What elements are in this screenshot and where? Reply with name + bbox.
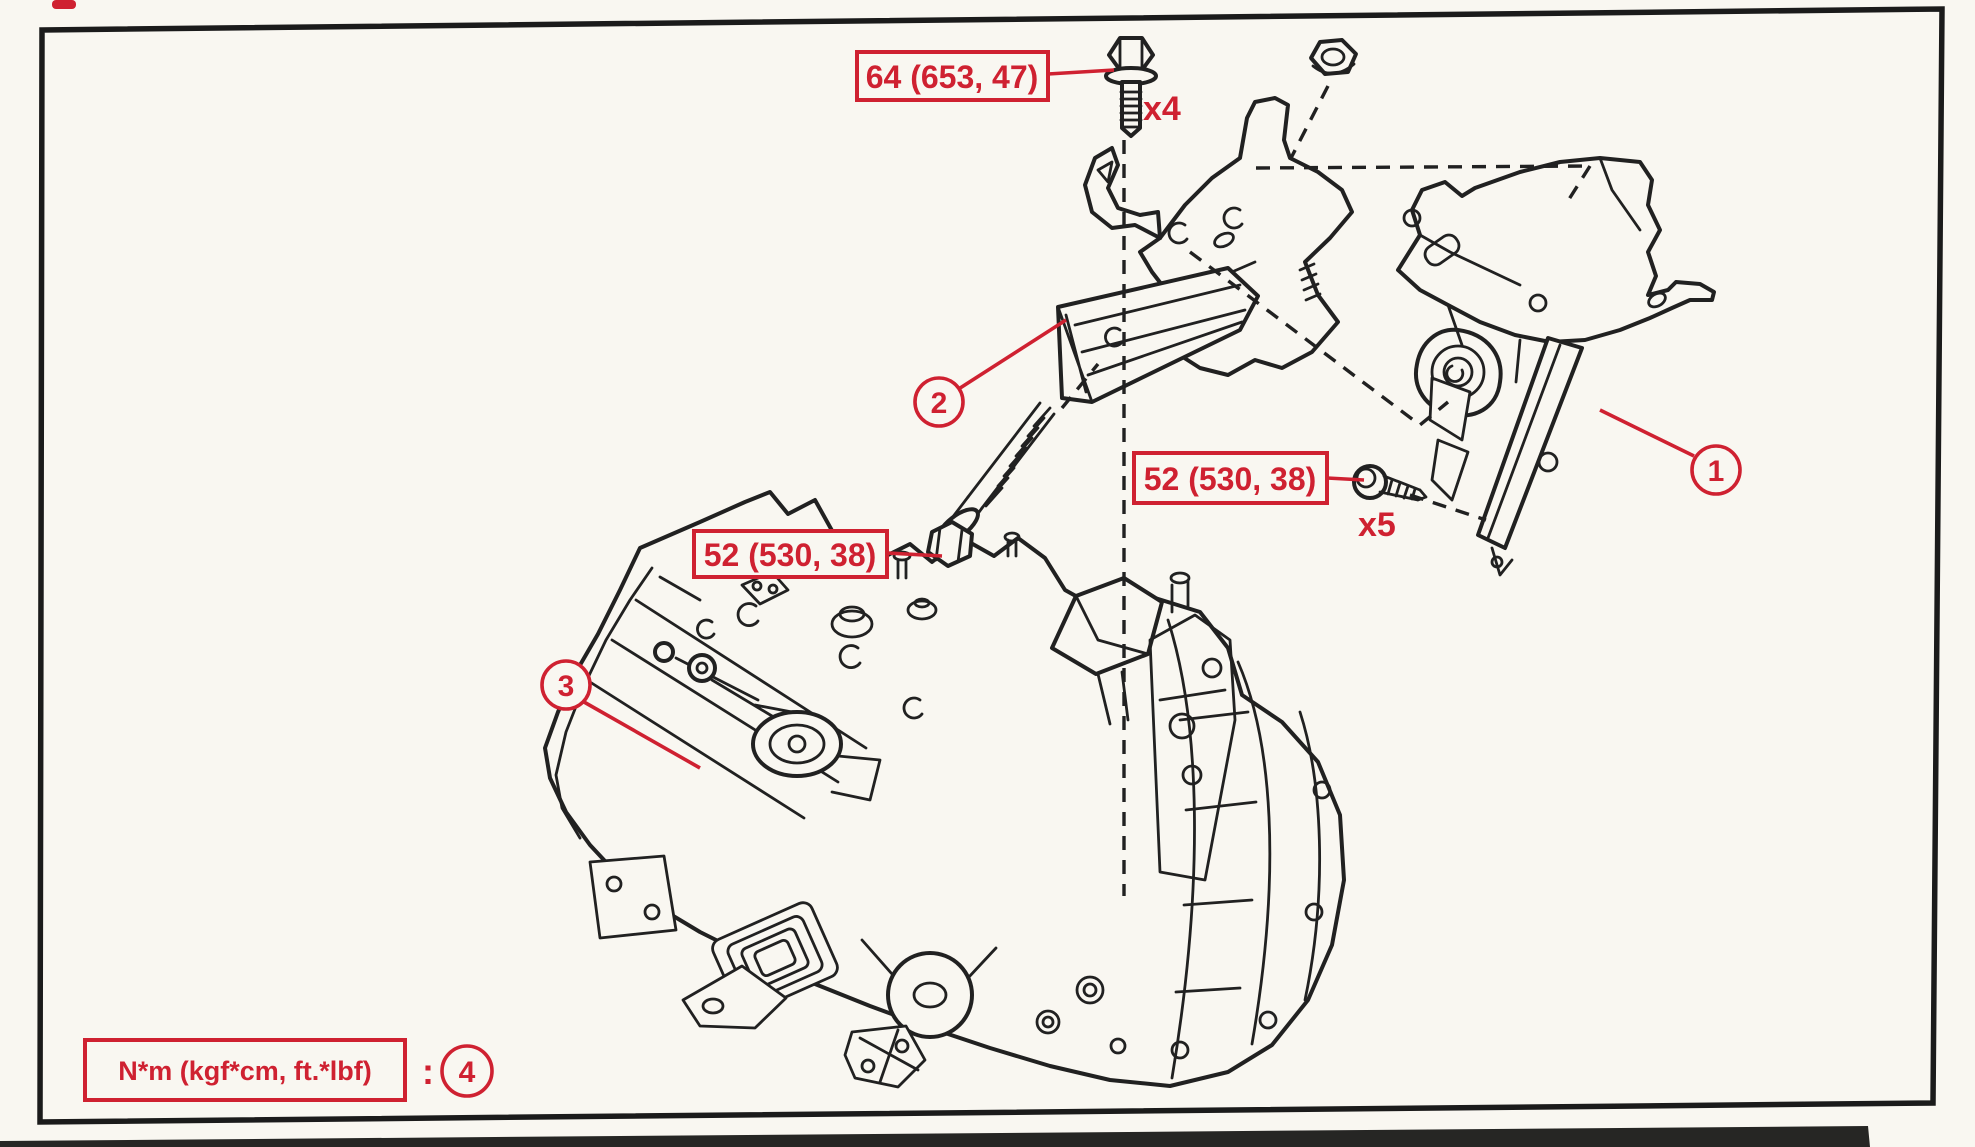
casting-marks bbox=[696, 602, 924, 720]
part-balloon-2 bbox=[913, 376, 965, 428]
transaxle-drawing bbox=[543, 490, 1346, 1089]
part-balloon-3 bbox=[540, 659, 592, 711]
mount-bracket-1-drawing bbox=[1396, 156, 1716, 577]
torque-box-52-right bbox=[1132, 451, 1329, 505]
star-bracket bbox=[843, 1024, 927, 1089]
cylinder-boss bbox=[860, 938, 998, 1039]
bottom-scan-band bbox=[0, 1126, 1870, 1147]
part-number-1: 1 bbox=[1708, 455, 1725, 488]
bracket1-web bbox=[1446, 303, 1522, 384]
select-lever-assembly bbox=[653, 641, 882, 802]
smallbolt-dashed bbox=[1409, 493, 1487, 522]
bracket1-leg bbox=[1476, 336, 1584, 577]
drain-plug bbox=[1075, 975, 1105, 1005]
legend-number-4: 4 bbox=[459, 1056, 476, 1089]
longbolt-axis-dashed bbox=[1060, 362, 1100, 410]
leader-box-52-left bbox=[886, 551, 943, 558]
shift-tower-flag bbox=[1050, 576, 1164, 726]
leader-part-2 bbox=[956, 318, 1067, 392]
torque-unit-legend-label: N*m (kgf*cm, ft.*lbf) bbox=[118, 1056, 372, 1086]
torque-box-64 bbox=[855, 50, 1050, 102]
end-cover-ribs bbox=[1166, 618, 1332, 1080]
bracket2-channel bbox=[1056, 266, 1260, 404]
breather-caps bbox=[830, 597, 938, 639]
leader-part-1 bbox=[1599, 408, 1695, 458]
leader-box-64 bbox=[1047, 68, 1115, 76]
part-balloon-1 bbox=[1690, 444, 1742, 496]
figure-border bbox=[37, 6, 1945, 1125]
part-number-3: 3 bbox=[558, 670, 575, 703]
bracket2-hook-tab bbox=[1083, 146, 1162, 240]
mount-bracket-2-drawing bbox=[1056, 96, 1354, 404]
nut-icon bbox=[1309, 38, 1358, 76]
bracket1-top-dashed bbox=[1255, 164, 1592, 205]
torque-unit-legend-box bbox=[83, 1038, 407, 1102]
legend-balloon-4 bbox=[440, 1044, 494, 1098]
small-bolt-52-icon bbox=[1352, 464, 1428, 502]
nut-dashed bbox=[1288, 85, 1330, 161]
page-frame bbox=[0, 6, 1945, 1147]
torque-52-qty: x5 bbox=[1358, 506, 1396, 544]
lower-hex-bolt bbox=[1035, 1009, 1127, 1055]
torque-box-52-left-label: 52 (530, 38) bbox=[704, 537, 877, 573]
annotations: 64 (653, 47) x4 52 (530, 38) x5 52 (530,… bbox=[52, 0, 1742, 1102]
flange-bolt-64-icon bbox=[1104, 36, 1158, 138]
cutoff-red-mark bbox=[52, 0, 76, 9]
long-bolt-52-icon bbox=[926, 401, 1056, 568]
legend-separator: : bbox=[422, 1051, 434, 1092]
torque-64-qty: x4 bbox=[1143, 90, 1181, 128]
part-number-2: 2 bbox=[931, 387, 948, 420]
torque-box-52-left bbox=[692, 529, 889, 579]
mount-pedestal bbox=[1148, 571, 1237, 882]
case-ribs bbox=[588, 575, 868, 820]
torque-box-52-right-label: 52 (530, 38) bbox=[1144, 461, 1317, 497]
leader-part-3 bbox=[583, 700, 701, 770]
leader-box-52-right bbox=[1326, 476, 1365, 482]
wedge-tube bbox=[681, 964, 788, 1030]
torque-box-64-label: 64 (653, 47) bbox=[866, 59, 1039, 95]
left-lug-plate bbox=[588, 854, 678, 940]
assembly-dashed-lines bbox=[1060, 85, 1592, 896]
